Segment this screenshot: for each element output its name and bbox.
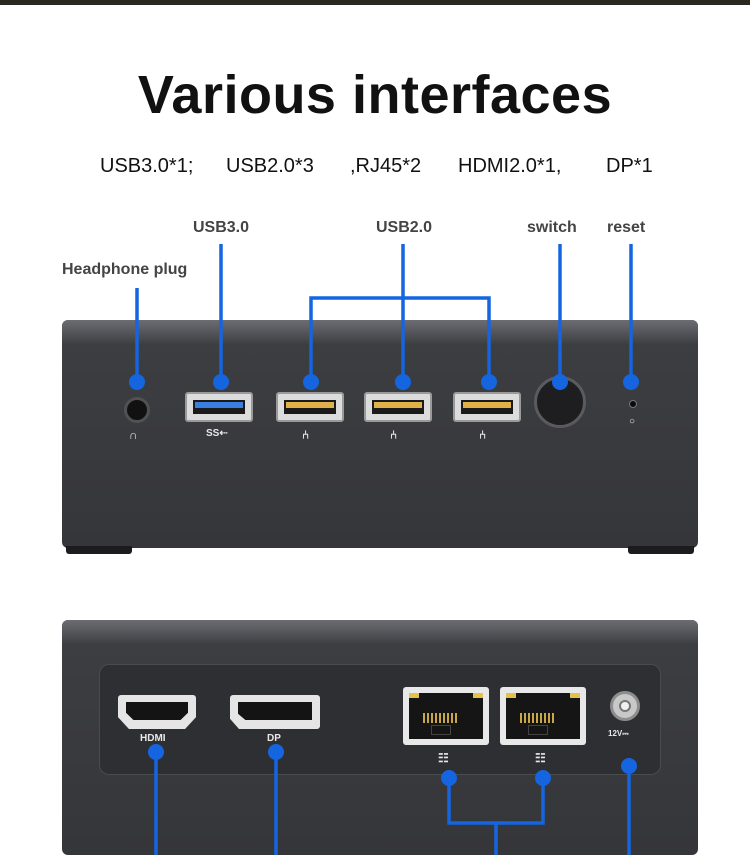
- usb2-port-3: [453, 392, 521, 422]
- dot-headphone: [129, 374, 145, 390]
- reset-hole: [629, 400, 637, 408]
- dot-rj45-1: [441, 770, 457, 786]
- front-panel-device: ∩ SS⇠ ⑃ ⑃ ⑃ ○: [62, 320, 698, 554]
- device-foot-right: [628, 546, 694, 554]
- usb-icon: ⑃: [302, 428, 310, 442]
- line-usb2-bracket: [309, 296, 491, 382]
- headphone-jack: [124, 397, 150, 423]
- device-foot-left: [66, 546, 132, 554]
- dot-usb2-2: [395, 374, 411, 390]
- dc-power-jack: [610, 691, 640, 721]
- line-rj45-bracket: [447, 778, 545, 825]
- hdmi-label: HDMI: [140, 733, 166, 744]
- callout-headphone: Headphone plug: [62, 261, 188, 278]
- callout-usb2: USB2.0: [376, 219, 433, 236]
- hdmi-port: [118, 695, 196, 729]
- dot-dp: [268, 744, 284, 760]
- ethernet-icon: ☷: [438, 751, 449, 765]
- rj45-port-2: [500, 687, 586, 745]
- usb3-port: [185, 392, 253, 422]
- dot-power: [621, 758, 637, 774]
- dp-port: [230, 695, 320, 729]
- ethernet-icon: ☷: [535, 751, 546, 765]
- usb2-port-2: [364, 392, 432, 422]
- dot-reset: [623, 374, 639, 390]
- device-top-edge: [62, 620, 698, 644]
- subtitle-rj45: ,RJ45*2: [350, 155, 422, 177]
- dot-usb2-1: [303, 374, 319, 390]
- dp-label: DP: [267, 733, 281, 744]
- dot-usb2-3: [481, 374, 497, 390]
- headphone-icon: ∩: [129, 428, 138, 442]
- reset-icon: ○: [629, 416, 636, 427]
- callout-usb3: USB3.0: [193, 219, 250, 236]
- rear-io-panel: HDMI DP ☷ ☷ 12V⎓: [99, 664, 661, 775]
- subtitle-usb3: USB3.0*1;: [100, 155, 194, 177]
- power-label: 12V⎓: [608, 729, 629, 738]
- usb-icon: ⑃: [390, 428, 398, 442]
- usb3-logo: SS⇠: [206, 428, 228, 439]
- usb-icon: ⑃: [479, 428, 487, 442]
- usb2-port-1: [276, 392, 344, 422]
- subtitle-usb2: USB2.0*3: [226, 155, 314, 177]
- dot-switch: [552, 374, 568, 390]
- device-top-edge: [62, 320, 698, 344]
- page-title: Various interfaces: [137, 65, 613, 125]
- subtitle-hdmi: HDMI2.0*1,: [458, 155, 562, 177]
- callout-switch: switch: [527, 219, 577, 236]
- callout-reset: reset: [607, 219, 646, 236]
- top-border: [0, 0, 750, 5]
- rear-panel-device: HDMI DP ☷ ☷ 12V⎓: [62, 620, 698, 855]
- dot-usb3: [213, 374, 229, 390]
- dot-rj45-2: [535, 770, 551, 786]
- subtitle-dp: DP*1: [606, 155, 653, 177]
- rj45-port-1: [403, 687, 489, 745]
- dot-hdmi: [148, 744, 164, 760]
